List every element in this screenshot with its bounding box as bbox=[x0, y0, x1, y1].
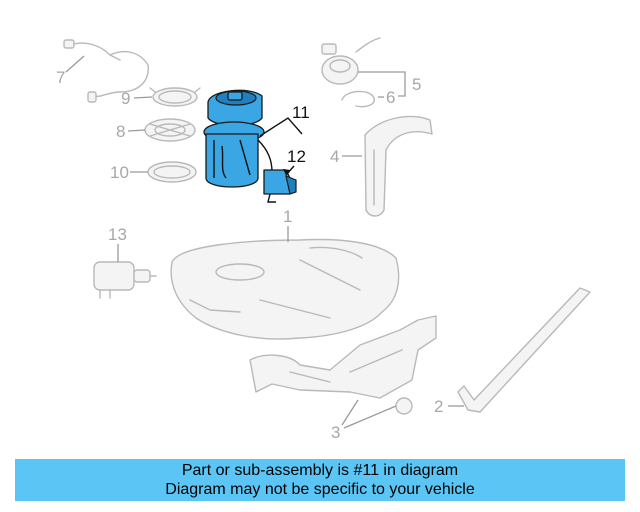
callout-10: 10 bbox=[110, 163, 148, 182]
part-13-fuel-filter bbox=[93, 261, 157, 299]
svg-text:3: 3 bbox=[331, 423, 340, 442]
callout-1: 1 bbox=[283, 207, 292, 242]
callout-12: 12 bbox=[283, 147, 306, 176]
parts-diagram: 7 9 8 10 bbox=[56, 37, 591, 442]
svg-text:5: 5 bbox=[412, 75, 421, 94]
callout-5: 5 bbox=[358, 71, 421, 97]
svg-text:2: 2 bbox=[434, 397, 443, 416]
banner-line-2: Diagram may not be specific to your vehi… bbox=[165, 481, 475, 498]
part-8-retainer bbox=[144, 118, 196, 142]
callout-4: 4 bbox=[330, 147, 362, 166]
svg-text:9: 9 bbox=[121, 89, 130, 108]
callout-3: 3 bbox=[331, 399, 397, 442]
callout-13: 13 bbox=[108, 225, 127, 262]
callout-2: 2 bbox=[434, 397, 464, 416]
callout-8: 8 bbox=[116, 122, 146, 141]
svg-text:12: 12 bbox=[287, 147, 306, 166]
callout-6: 6 bbox=[378, 88, 395, 107]
svg-text:7: 7 bbox=[56, 68, 65, 87]
svg-text:4: 4 bbox=[330, 147, 339, 166]
part-6-clip-ring bbox=[341, 90, 375, 108]
svg-text:6: 6 bbox=[386, 88, 395, 107]
callout-7: 7 bbox=[56, 55, 85, 87]
part-5-filler-cap bbox=[321, 37, 381, 85]
part-4-filler-housing bbox=[364, 115, 433, 217]
part-7-sensor-wire bbox=[63, 39, 149, 103]
svg-text:8: 8 bbox=[116, 122, 125, 141]
svg-text:11: 11 bbox=[292, 103, 310, 122]
part-10-seal bbox=[147, 161, 197, 183]
part-2-tank-strap bbox=[457, 287, 591, 413]
svg-text:1: 1 bbox=[283, 207, 292, 226]
svg-text:13: 13 bbox=[108, 225, 127, 244]
part-9-lock-ring bbox=[149, 87, 201, 107]
callout-9: 9 bbox=[121, 89, 153, 108]
part-1-fuel-tank bbox=[170, 238, 400, 340]
svg-text:10: 10 bbox=[110, 163, 129, 182]
banner-line-1: Part or sub-assembly is #11 in diagram bbox=[181, 462, 459, 479]
callout-11: 11 bbox=[259, 103, 310, 137]
part-12-level-sender bbox=[263, 169, 297, 203]
part-11-fuel-pump-module bbox=[203, 89, 273, 188]
info-banner: Part or sub-assembly is #11 in diagram D… bbox=[15, 459, 625, 501]
